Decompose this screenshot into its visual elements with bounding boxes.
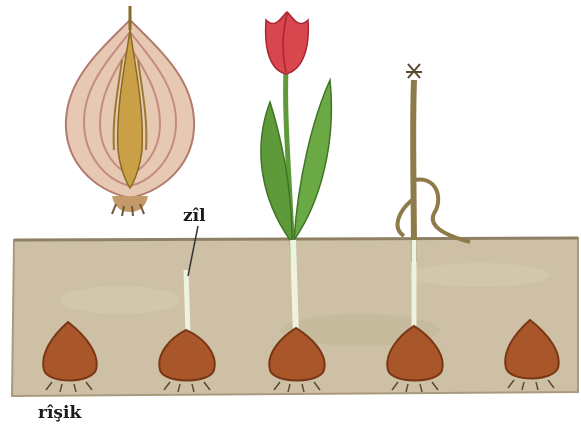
flowering-tulip bbox=[261, 12, 331, 262]
withered-plant bbox=[398, 64, 470, 262]
stem-label: zîl bbox=[183, 206, 206, 226]
root-label: rîşik bbox=[38, 403, 81, 423]
bulb-cross-section bbox=[66, 6, 194, 216]
